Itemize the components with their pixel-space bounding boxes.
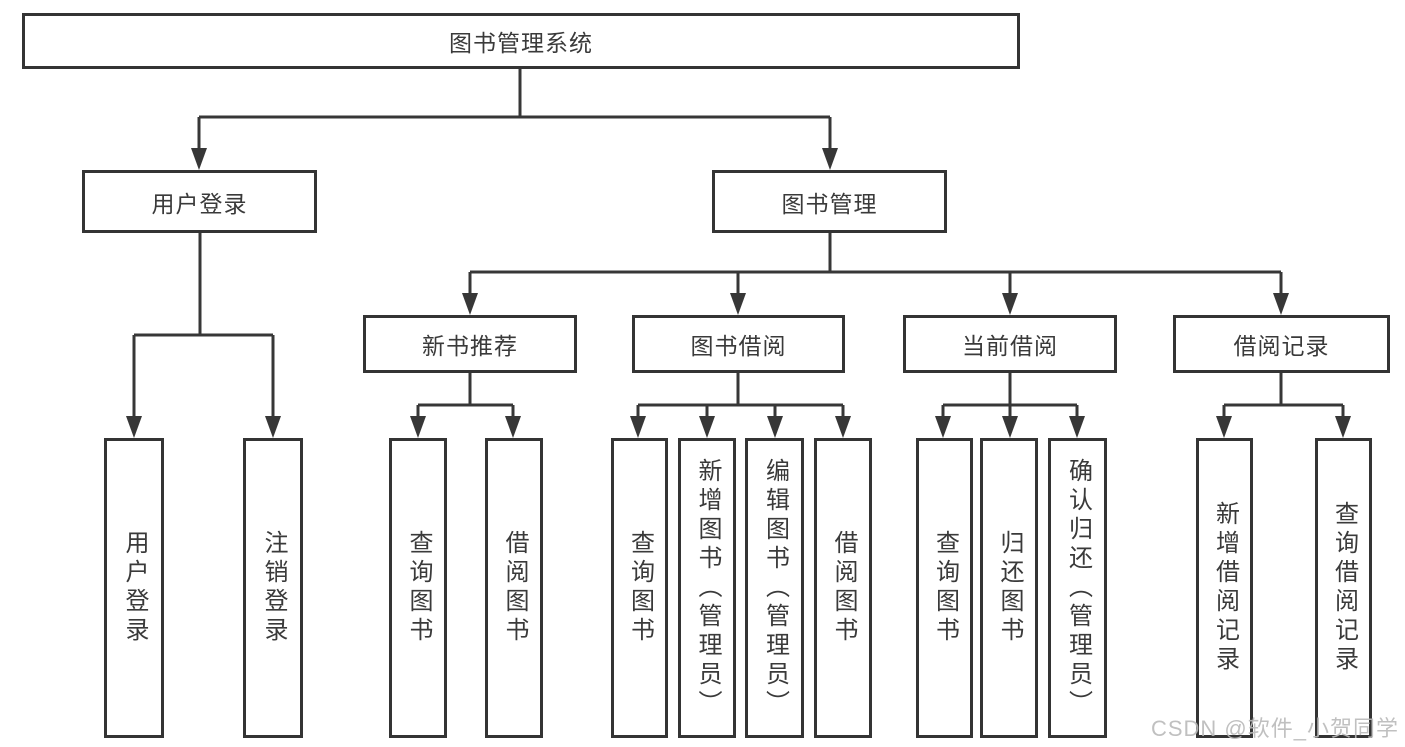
leaf-add-borrow-record: 新增借阅记录 xyxy=(1196,438,1253,738)
csdn-watermark: CSDN @软件_小贺同学 xyxy=(1150,716,1399,741)
leaf-logout: 注销登录 xyxy=(243,438,303,738)
leaf-borrow-books: 借阅图书 xyxy=(814,438,872,738)
arrowhead xyxy=(265,416,281,438)
connector-new-book-rec xyxy=(416,373,515,420)
node-new-book-recommend: 新书推荐 xyxy=(363,315,577,373)
leaf-add-books-admin: 新增图书（管理员） xyxy=(678,438,736,738)
arrowhead xyxy=(822,148,838,170)
leaf-edit-books-admin: 编辑图书（管理员） xyxy=(745,438,804,738)
connector-current-borrow xyxy=(941,373,1079,420)
node-current-borrowing: 当前借阅 xyxy=(903,315,1117,373)
arrowhead xyxy=(835,416,851,438)
arrowhead xyxy=(462,293,478,315)
arrowhead xyxy=(1335,416,1351,438)
node-user-login: 用户登录 xyxy=(82,170,317,233)
arrowhead xyxy=(410,416,426,438)
connector-book-borrow xyxy=(636,373,845,420)
arrowhead xyxy=(630,416,646,438)
connector-root xyxy=(197,69,832,152)
arrowhead xyxy=(935,416,951,438)
arrowhead xyxy=(767,416,783,438)
arrowheads xyxy=(126,148,1351,438)
connector-book-mgmt xyxy=(468,233,1283,297)
node-book-borrowing: 图书借阅 xyxy=(632,315,845,373)
leaf-query-borrow-record: 查询借阅记录 xyxy=(1315,438,1372,738)
node-root-library-system: 图书管理系统 xyxy=(22,13,1020,69)
leaf-borrow-books-recommend: 借阅图书 xyxy=(485,438,543,738)
leaf-query-books-current: 查询图书 xyxy=(916,438,973,738)
arrowhead xyxy=(1216,416,1232,438)
connector-borrow-records xyxy=(1222,373,1345,420)
arrowhead xyxy=(730,293,746,315)
node-borrowing-records: 借阅记录 xyxy=(1173,315,1390,373)
arrowhead xyxy=(1069,416,1085,438)
arrowhead xyxy=(1002,293,1018,315)
connector-user-login xyxy=(132,233,275,420)
leaf-query-books-borrowing: 查询图书 xyxy=(611,438,668,738)
arrowhead xyxy=(191,148,207,170)
arrowhead xyxy=(1002,416,1018,438)
leaf-confirm-return-admin: 确认归还（管理员） xyxy=(1048,438,1107,738)
leaf-user-login: 用户登录 xyxy=(104,438,164,738)
leaf-query-books-recommend: 查询图书 xyxy=(389,438,447,738)
arrowhead xyxy=(505,416,521,438)
leaf-return-books: 归还图书 xyxy=(980,438,1038,738)
arrowhead xyxy=(126,416,142,438)
node-book-management: 图书管理 xyxy=(712,170,947,233)
arrowhead xyxy=(699,416,715,438)
arrowhead xyxy=(1273,293,1289,315)
